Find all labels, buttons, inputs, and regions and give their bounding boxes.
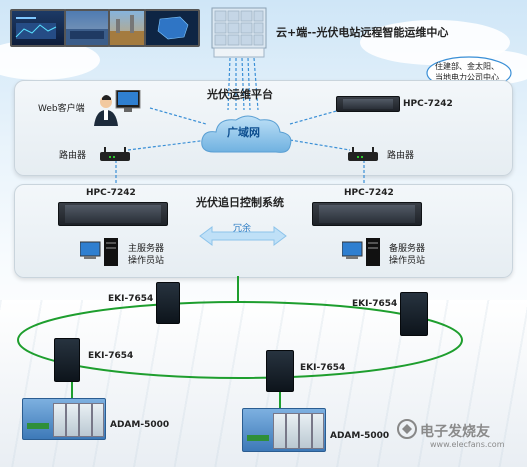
header-title: 云+端--光伏电站远程智能运维中心: [276, 26, 449, 39]
redundancy-label: 冗余: [233, 224, 252, 234]
redundancy-arrow-icon: [198, 224, 288, 248]
eki-switch-mid-left: [54, 338, 80, 382]
watermark-logo-icon: [396, 418, 418, 440]
eki-switch-mid-right: [266, 350, 294, 392]
adam-left-label: ADAM-5000: [110, 420, 170, 430]
eki-top-left-label: EKI-7654: [108, 294, 154, 304]
monitor-screen-4: [144, 9, 200, 47]
web-client-user-icon: [94, 89, 144, 126]
main-operator-station-icon: [79, 238, 122, 268]
router-left-label: 路由器: [59, 151, 87, 161]
backup-station-line2: 操作员站: [389, 256, 426, 266]
backup-operator-station-icon: [341, 238, 384, 268]
main-station-line1: 主服务器: [128, 244, 165, 254]
adam-5000-right-unit: [242, 408, 326, 452]
tracking-server-right-label: HPC-7242: [344, 188, 394, 198]
platform-title: 光伏运维平台: [207, 88, 273, 101]
adam-module: [92, 403, 104, 437]
eki-switch-top-left: [156, 282, 180, 324]
router-right-label: 路由器: [387, 151, 415, 161]
eki-top-right-label: EKI-7654: [352, 299, 398, 309]
solar-panel: [210, 6, 268, 58]
tracking-server-left-label: HPC-7242: [86, 188, 136, 198]
eki-switch-top-right: [400, 292, 428, 336]
adam-module: [53, 403, 66, 437]
watermark-line2: www.elecfans.com: [430, 440, 505, 449]
router-right-icon: [348, 146, 378, 161]
platform-server-hpc7242: [336, 96, 400, 112]
platform-server-label: HPC-7242: [403, 99, 453, 109]
wan-cloud-icon: [198, 112, 294, 156]
eki-mid-right-label: EKI-7654: [300, 363, 346, 373]
watermark-line1: 电子发烧友: [420, 424, 490, 440]
adam-5000-left-unit: [22, 398, 106, 440]
tracking-server-left-hpc7242: [58, 202, 168, 226]
main-station-line2: 操作员站: [128, 256, 165, 266]
eki-mid-left-label: EKI-7654: [88, 351, 134, 361]
monitor-screen-1: [10, 9, 66, 47]
adam-module: [273, 413, 286, 449]
wan-label: 广域网: [227, 126, 260, 139]
bubble-text-line1: 住建部、金太阳、: [435, 62, 499, 71]
tracking-control-panel: [14, 184, 513, 278]
adam-terminal: [247, 435, 269, 441]
adam-module: [66, 403, 79, 437]
adam-right-label: ADAM-5000: [330, 431, 390, 441]
router-left-icon: [100, 146, 130, 161]
web-client-label: Web客户端: [38, 104, 85, 114]
tracking-server-right-hpc7242: [312, 202, 422, 226]
monitor-screen-2: [64, 9, 110, 47]
adam-terminal: [27, 423, 49, 429]
tracking-title: 光伏追日控制系统: [196, 196, 284, 209]
adam-module: [312, 413, 324, 449]
adam-module: [286, 413, 299, 449]
adam-module: [299, 413, 312, 449]
bubble-text-line2: 当地电力公司中心: [435, 73, 499, 82]
backup-station-line1: 备服务器: [389, 244, 426, 254]
adam-module: [79, 403, 92, 437]
